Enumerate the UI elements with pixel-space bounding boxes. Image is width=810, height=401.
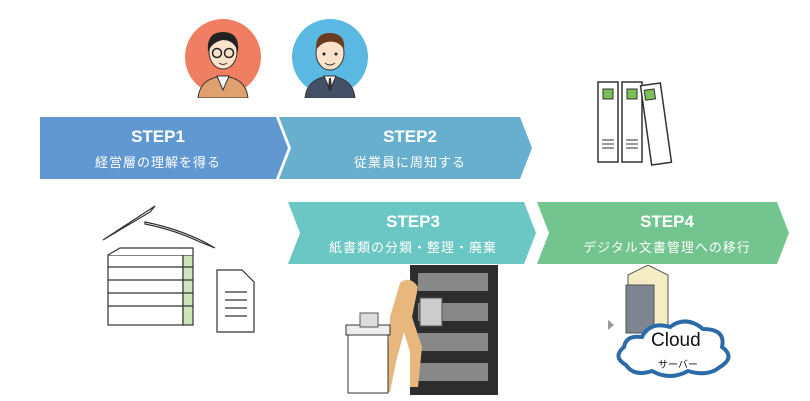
step-2-subtitle: 従業員に周知する xyxy=(353,156,466,171)
step-2-title: STEP2 xyxy=(383,127,437,146)
step-1-title: STEP1 xyxy=(131,127,185,146)
paper-stack-icon xyxy=(102,205,255,333)
step-1-subtitle: 経営層の理解を得る xyxy=(94,156,221,171)
step-4-subtitle: デジタル文書管理への移行 xyxy=(583,241,751,256)
cloud-subtitle: サーバー xyxy=(658,360,698,371)
step-3-subtitle: 紙書類の分類・整理・廃棄 xyxy=(328,241,497,256)
step-2-banner: STEP2 従業員に周知する xyxy=(276,117,534,179)
binders-icon xyxy=(597,81,673,166)
step-3-title: STEP3 xyxy=(386,212,440,231)
employee-avatar-icon xyxy=(292,19,368,98)
step-3-banner: STEP3 紙書類の分類・整理・廃棄 xyxy=(288,202,538,264)
step-4-banner: STEP4 デジタル文書管理への移行 xyxy=(534,202,792,264)
executive-avatar-icon xyxy=(185,19,261,98)
cloud-server-icon xyxy=(608,265,731,378)
cloud-title: Cloud xyxy=(651,330,701,351)
shredder-and-shelf-icon xyxy=(345,265,498,395)
step-4-title: STEP4 xyxy=(640,212,694,231)
step-1-banner: STEP1 経営層の理解を得る xyxy=(40,117,290,179)
